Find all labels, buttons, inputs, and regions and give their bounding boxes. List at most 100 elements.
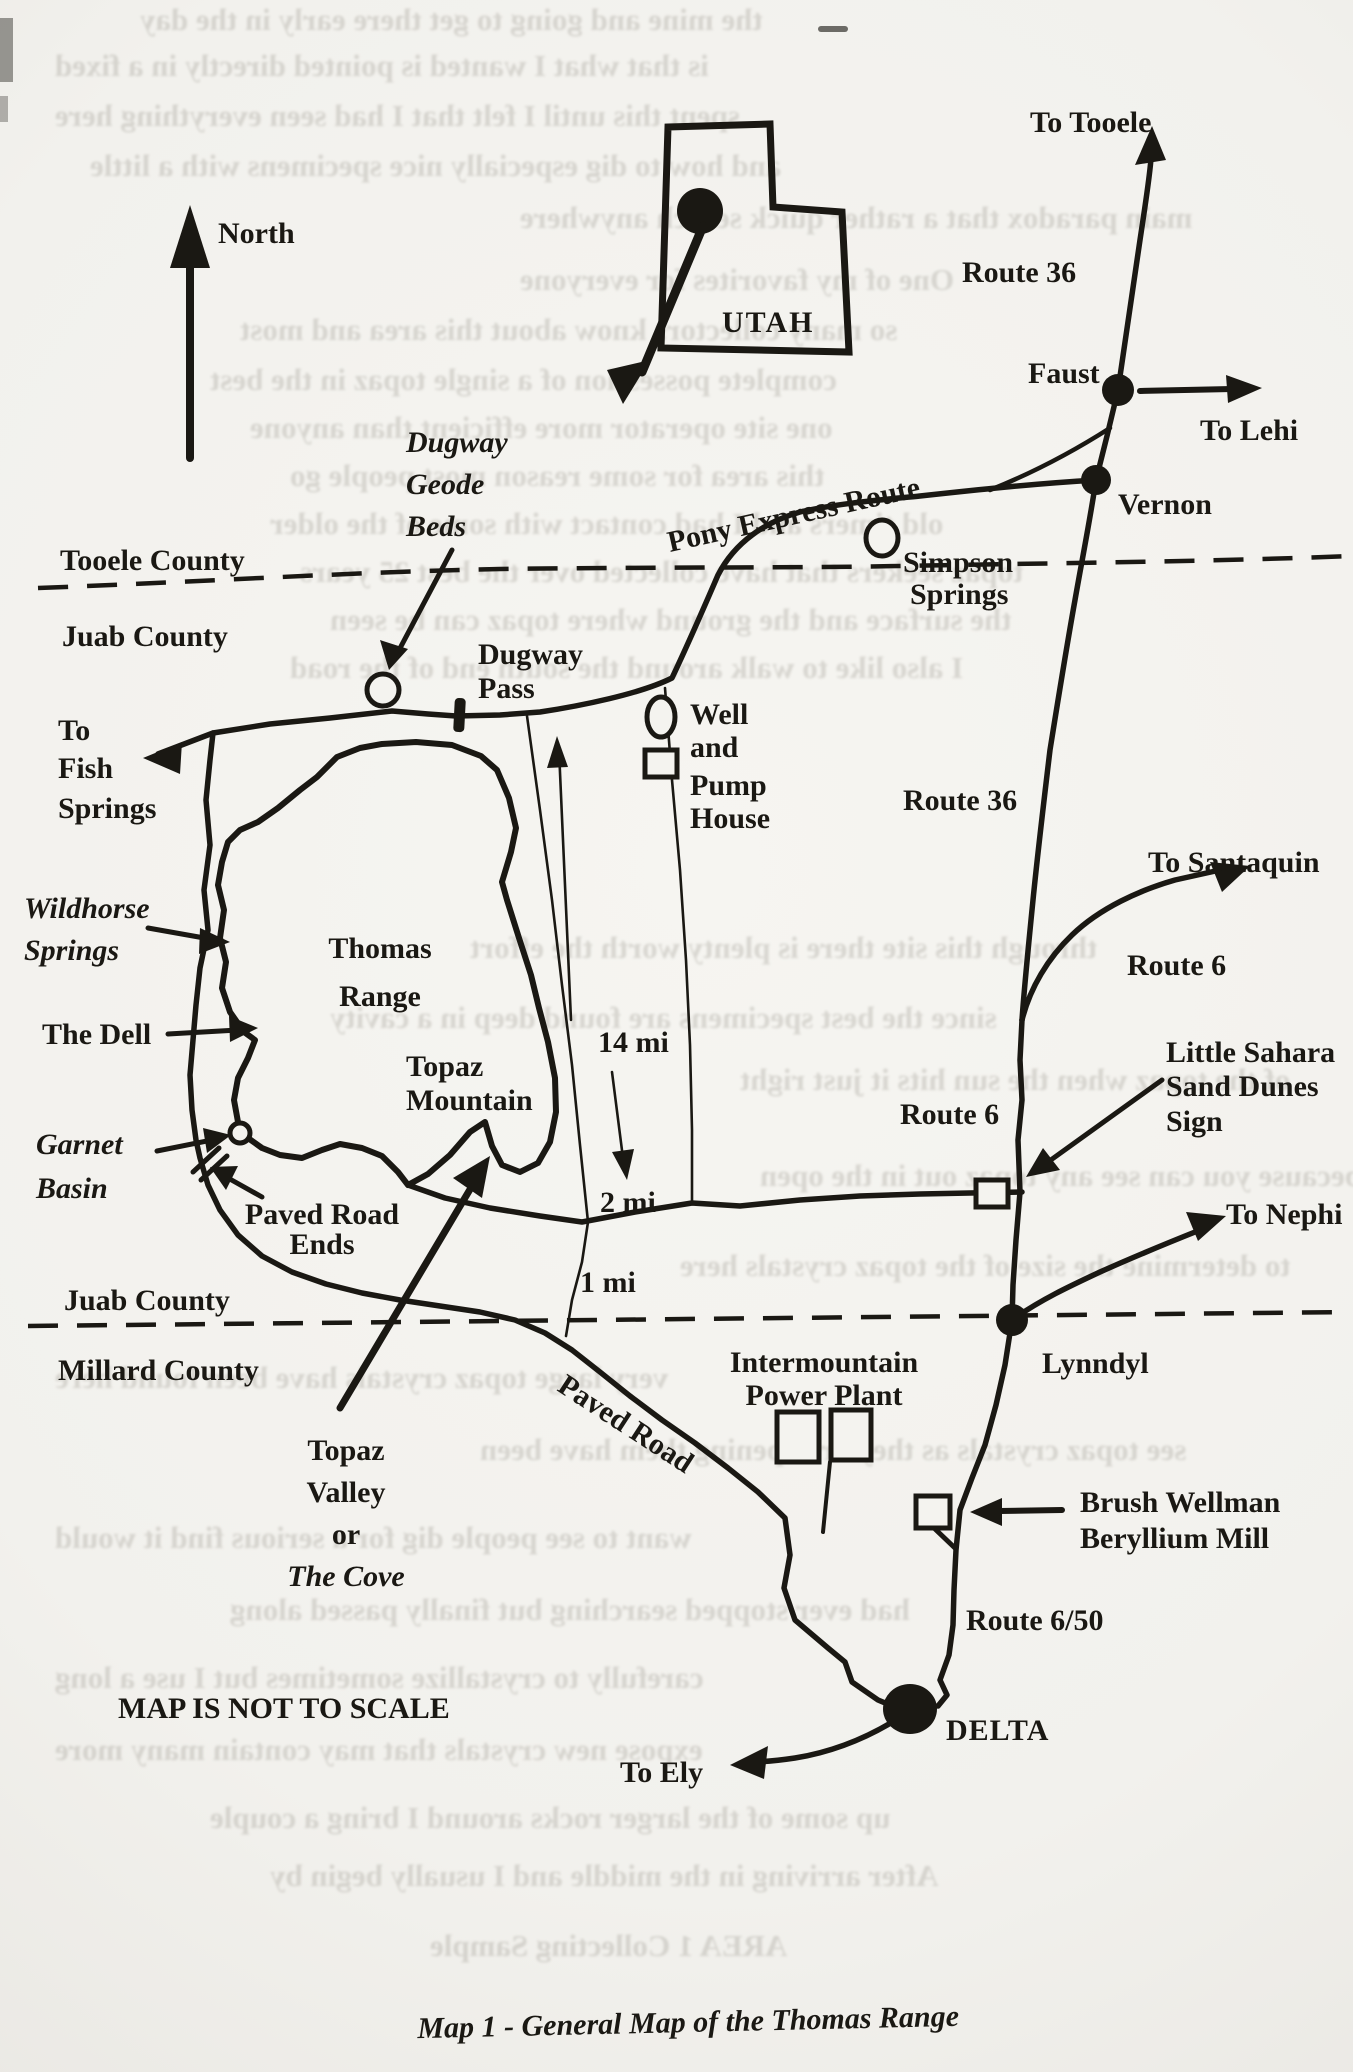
map-caption: Map 1 - General Map of the Thomas Range xyxy=(416,2000,959,2045)
well-label-1: Well xyxy=(690,698,748,731)
intermountain-label-1: Intermountain xyxy=(730,1346,919,1379)
wildhorse-arrowhead-icon xyxy=(199,928,230,954)
topaz-valley-label-1: Topaz xyxy=(307,1434,384,1467)
to-nephi-label: To Nephi xyxy=(1226,1198,1342,1231)
lynndyl-label: Lynndyl xyxy=(1042,1347,1149,1380)
wildhorse-label-1: Wildhorse xyxy=(24,892,150,925)
garnet-basin-circle xyxy=(227,1120,253,1146)
geode-beds-label: Dugway Geode Beds xyxy=(405,426,508,543)
county-line-tooele-juab xyxy=(37,553,1353,591)
distance-down-arrowhead-icon xyxy=(612,1149,634,1180)
road-route6-santaquin xyxy=(1019,867,1223,1023)
juab-county-south-label: Juab County xyxy=(64,1284,230,1317)
power-plant-building-2 xyxy=(828,1407,874,1463)
pump-house-symbol xyxy=(642,747,680,780)
route36-upper-label: Route 36 xyxy=(962,256,1076,289)
well-label-4: House xyxy=(690,802,770,835)
to-ely-label: To Ely xyxy=(620,1756,703,1789)
utah-inset xyxy=(607,120,853,404)
to-fish-springs-arrowhead-icon xyxy=(143,742,182,774)
road-pony-express xyxy=(155,477,1099,757)
distance-arrow-up xyxy=(557,748,573,1022)
the-dell-label: The Dell xyxy=(42,1018,151,1051)
dugway-pass-label-1: Dugway xyxy=(478,638,583,671)
juab-county-north-label: Juab County xyxy=(62,620,228,653)
delta-dot xyxy=(883,1684,937,1734)
sahara-sign-symbol xyxy=(973,1177,1011,1210)
svg-text:Geode: Geode xyxy=(406,468,484,501)
simpson-springs-circle xyxy=(863,517,901,559)
svg-text:Dugway: Dugway xyxy=(405,426,508,459)
millard-county-label: Millard County xyxy=(58,1354,259,1387)
garnet-basin-arrowhead-icon xyxy=(203,1128,231,1153)
topaz-valley-arrowhead-icon xyxy=(453,1156,490,1198)
distance-arrow-down xyxy=(610,1070,626,1168)
road-route6-south xyxy=(935,1017,1025,1709)
utah-location-dot xyxy=(677,188,723,234)
faust-label: Faust xyxy=(1028,357,1100,390)
utah-outline xyxy=(657,120,853,356)
the-dell-arrowhead-icon xyxy=(229,1016,258,1042)
distance-line-east xyxy=(663,686,694,1205)
topaz-valley-label-3: or xyxy=(332,1518,360,1551)
route650-label: Route 6/50 xyxy=(966,1604,1104,1637)
route6-upper-label: Route 6 xyxy=(1127,949,1226,982)
simpson-springs-label-2: Springs xyxy=(910,578,1008,611)
county-line-juab-millard xyxy=(27,1309,1351,1329)
label-14mi: 14 mi xyxy=(598,1026,669,1059)
garnet-label-1: Garnet xyxy=(36,1128,124,1161)
svg-text:Beds: Beds xyxy=(405,510,466,543)
sahara-sign-arrowhead-icon xyxy=(1026,1148,1060,1177)
road-south-of-range xyxy=(405,1182,1025,1225)
to-tooele-arrowhead-icon xyxy=(1135,126,1166,165)
scale-note: MAP IS NOT TO SCALE xyxy=(118,1692,450,1725)
to-ely-arrowhead-icon xyxy=(730,1746,768,1779)
road-route36-north xyxy=(1115,155,1154,393)
road-route36-south xyxy=(1019,477,1099,1023)
to-nephi-arrowhead-icon xyxy=(1186,1212,1226,1241)
tooele-county-label: Tooele County xyxy=(60,544,245,577)
simpson-springs-label-1: Simpson xyxy=(903,546,1013,579)
paved-road-ends-arrowhead-icon xyxy=(210,1166,238,1190)
power-plant-building-1 xyxy=(774,1409,822,1465)
beryllium-mill-symbol xyxy=(913,1493,953,1531)
intermountain-label-2: Power Plant xyxy=(746,1379,903,1412)
route36-lower-label: Route 36 xyxy=(903,784,1017,817)
road-to-nephi xyxy=(1009,1227,1203,1323)
to-lehi-arrowhead-icon xyxy=(1226,375,1262,403)
pointer-arrows xyxy=(145,375,1262,1526)
road-paved-west xyxy=(187,730,905,1713)
distance-up-arrowhead-icon xyxy=(547,736,568,768)
delta-label: DELTA xyxy=(946,1714,1049,1747)
to-santaquin-label: To Santaquin xyxy=(1148,846,1320,879)
road-to-ely xyxy=(747,1713,905,1765)
utah-arrowhead-icon xyxy=(607,360,650,404)
power-plant-connector xyxy=(821,1460,832,1534)
to-santaquin-arrowhead-icon xyxy=(1210,862,1250,892)
geode-beds-arrowhead-icon xyxy=(380,640,408,670)
distance-line-west xyxy=(525,714,590,1338)
geode-beds-circle xyxy=(364,671,402,709)
wildhorse-label-2: Springs xyxy=(24,934,119,967)
label-1mi: 1 mi xyxy=(580,1266,636,1299)
topaz-mountain-label-1: Topaz xyxy=(406,1050,483,1083)
paved-road-ends-tick xyxy=(190,1145,230,1183)
dugway-pass-tick xyxy=(453,697,466,733)
label-2mi: 2 mi xyxy=(600,1186,656,1219)
sahara-label-1: Little Sahara xyxy=(1166,1036,1335,1069)
topaz-valley-label-4: The Cove xyxy=(287,1560,404,1593)
brush-wellman-label-1: Brush Wellman xyxy=(1080,1486,1281,1519)
fish-springs-label-2: Fish xyxy=(58,752,113,785)
brush-wellman-label-2: Beryllium Mill xyxy=(1080,1522,1269,1555)
north-arrowhead-icon xyxy=(170,205,210,268)
well-label-2: and xyxy=(690,731,739,764)
north-arrow xyxy=(170,205,210,462)
thomas-range-label-2: Range xyxy=(339,980,421,1013)
north-label: North xyxy=(218,217,295,250)
faust-dot xyxy=(1102,374,1134,406)
well-symbol xyxy=(644,694,678,740)
fish-springs-label-3: Springs xyxy=(58,792,156,825)
thomas-range-outline xyxy=(215,739,559,1188)
